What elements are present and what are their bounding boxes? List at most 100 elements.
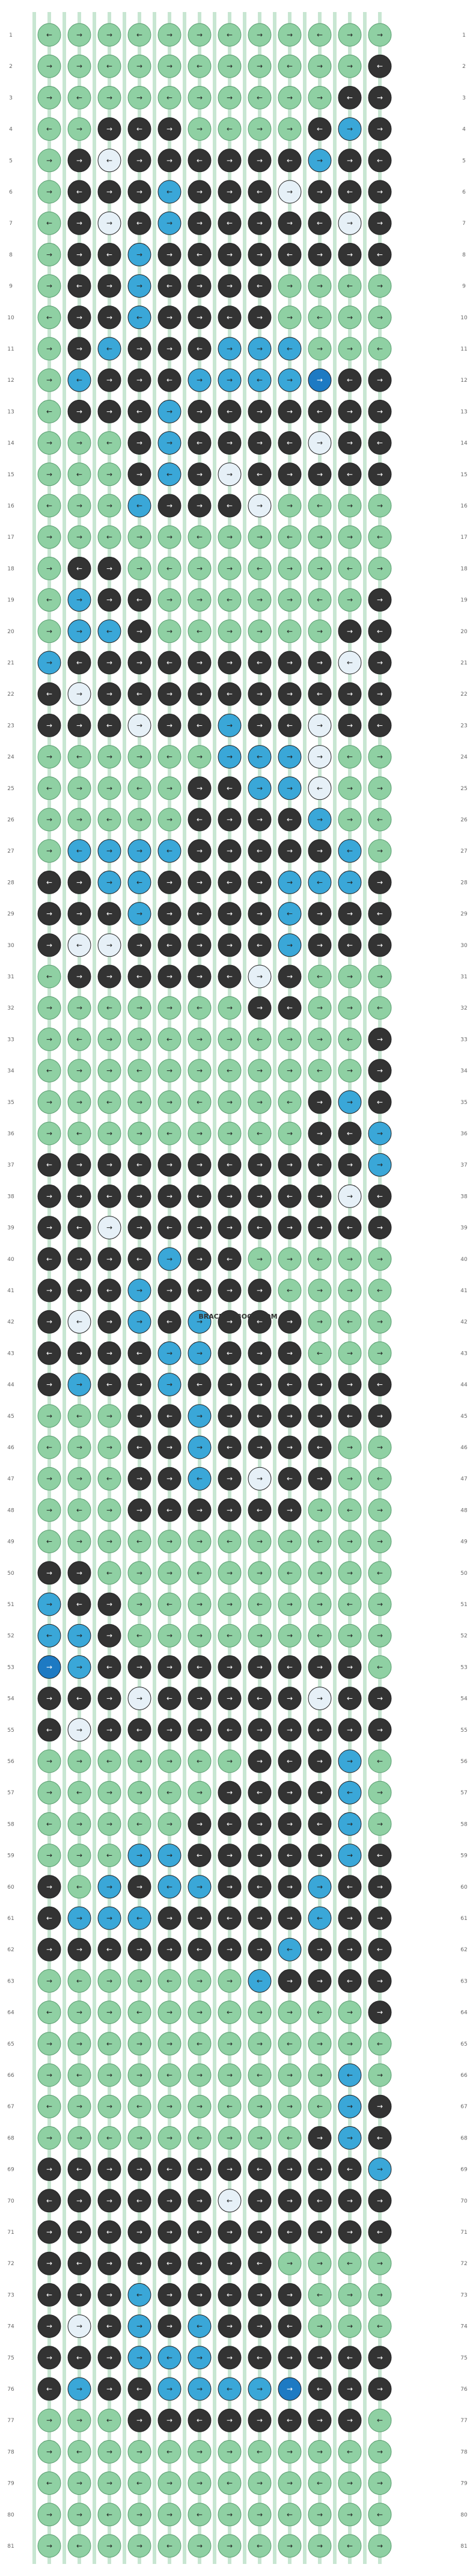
knot-arrow-icon: →: [136, 93, 142, 102]
knot: ←: [37, 1718, 61, 1742]
knot-arrow-icon: ←: [106, 2322, 112, 2331]
knot: ←: [157, 1592, 182, 1616]
knot: →: [97, 651, 121, 675]
knot: ←: [67, 745, 91, 769]
knot-arrow-icon: →: [106, 2479, 112, 2488]
knot: ←: [188, 2126, 212, 2150]
knot: →: [308, 808, 332, 832]
knot: →: [218, 462, 242, 486]
knot-arrow-icon: ←: [377, 1004, 383, 1012]
knot-arrow-icon: →: [166, 2479, 172, 2488]
knot: →: [37, 1749, 61, 1773]
knot-arrow-icon: ←: [106, 2040, 112, 2048]
knot: →: [127, 1655, 151, 1679]
knot-arrow-icon: →: [227, 564, 233, 572]
knot-arrow-icon: →: [347, 1255, 353, 1263]
knot: ←: [338, 1687, 362, 1711]
knot-arrow-icon: ←: [76, 2165, 82, 2174]
knot-arrow-icon: ←: [227, 878, 233, 886]
knot: ←: [218, 1530, 242, 1554]
knot: ←: [188, 2503, 212, 2527]
knot-arrow-icon: ←: [197, 533, 203, 541]
knot-arrow-icon: →: [347, 2322, 353, 2331]
knot-arrow-icon: →: [197, 847, 203, 855]
knot: →: [218, 85, 242, 109]
knot-arrow-icon: →: [317, 1224, 323, 1232]
knot: →: [248, 494, 272, 518]
knot-arrow-icon: →: [46, 1129, 52, 1138]
knot-arrow-icon: ←: [377, 345, 383, 353]
knot-arrow-icon: ←: [317, 2008, 323, 2017]
knot: →: [248, 682, 272, 706]
knot: ←: [67, 462, 91, 486]
row-label-right: 77: [460, 2418, 467, 2424]
knot-arrow-icon: ←: [197, 1569, 203, 1577]
knot-arrow-icon: →: [197, 2071, 203, 2079]
row-label-right: 12: [460, 378, 467, 384]
knot-arrow-icon: →: [46, 721, 52, 729]
knot-arrow-icon: →: [197, 282, 203, 290]
knot-arrow-icon: →: [106, 1317, 112, 1326]
knot-arrow-icon: ←: [46, 1914, 52, 1922]
knot-arrow-icon: ←: [106, 2133, 112, 2142]
knot: ←: [278, 1090, 302, 1114]
knot: →: [278, 1404, 302, 1428]
knot-arrow-icon: ←: [197, 2133, 203, 2142]
knot-arrow-icon: →: [46, 2040, 52, 2048]
knot: →: [188, 682, 212, 706]
knot: →: [248, 149, 272, 173]
knot-arrow-icon: ←: [257, 564, 263, 572]
knot: →: [278, 2094, 302, 2118]
knot-arrow-icon: ←: [287, 1474, 293, 1483]
knot: →: [278, 2346, 302, 2370]
knot: ←: [278, 1655, 302, 1679]
knot: ←: [248, 1498, 272, 1522]
knot: →: [127, 556, 151, 580]
knot-arrow-icon: ←: [76, 1600, 82, 1608]
knot-arrow-icon: →: [46, 564, 52, 572]
knot: →: [67, 2220, 91, 2244]
knot-arrow-icon: ←: [287, 2416, 293, 2424]
knot: →: [248, 1341, 272, 1365]
knot: ←: [248, 1027, 272, 1051]
knot-arrow-icon: →: [377, 1067, 383, 1075]
knot: ←: [218, 23, 242, 47]
knot-arrow-icon: ←: [76, 1694, 82, 1703]
knot: →: [67, 1561, 91, 1585]
knot-arrow-icon: →: [257, 690, 263, 698]
knot: ←: [157, 85, 182, 109]
knot-arrow-icon: ←: [287, 62, 293, 70]
row-label-left: 23: [7, 723, 14, 729]
knot: →: [368, 1530, 392, 1554]
knot-arrow-icon: ←: [317, 1914, 323, 1922]
knot-arrow-icon: →: [317, 910, 323, 918]
knot: →: [338, 211, 362, 235]
knot-arrow-icon: →: [106, 2447, 112, 2456]
row-label-right: 23: [460, 723, 467, 729]
knot: →: [338, 1530, 362, 1554]
knot-arrow-icon: ←: [136, 596, 142, 604]
knot: →: [218, 2534, 242, 2558]
knot: →: [368, 870, 392, 894]
row-label-right: 28: [460, 880, 468, 886]
knot-arrow-icon: →: [106, 470, 112, 479]
knot: ←: [37, 2189, 61, 2213]
knot-arrow-icon: →: [287, 596, 293, 604]
knot: →: [308, 1027, 332, 1051]
knot-arrow-icon: →: [197, 972, 203, 981]
knot: ←: [97, 996, 121, 1020]
knot-arrow-icon: →: [197, 1161, 203, 1169]
knot: →: [368, 1780, 392, 1805]
row-label-left: 1: [9, 32, 13, 38]
knot: →: [338, 431, 362, 455]
knot: →: [127, 1373, 151, 1397]
knot: →: [368, 2471, 392, 2495]
knot-arrow-icon: ←: [317, 1726, 323, 1734]
knot-arrow-icon: →: [287, 1538, 293, 1546]
knot: →: [127, 242, 151, 266]
row-label-right: 31: [460, 974, 467, 980]
knot: →: [338, 54, 362, 78]
knot: →: [127, 1844, 151, 1868]
